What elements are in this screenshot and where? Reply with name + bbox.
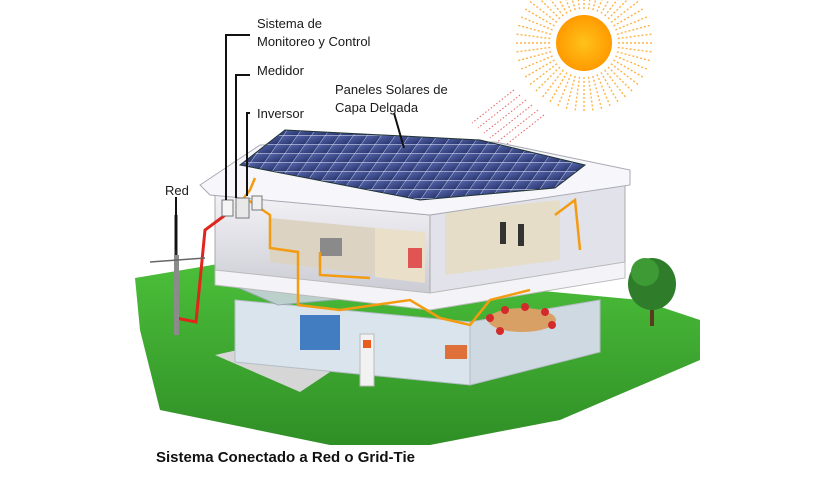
sun-ray bbox=[607, 0, 628, 20]
sun-ray bbox=[587, 76, 594, 111]
sun-ray bbox=[613, 8, 644, 27]
sun-ray bbox=[574, 76, 581, 111]
sun-ray bbox=[615, 16, 648, 31]
grid-cable bbox=[175, 208, 233, 324]
sun-ray bbox=[524, 8, 555, 27]
sun-ray bbox=[600, 0, 610, 14]
inverter-label: Inversor bbox=[257, 106, 304, 121]
sun-icon bbox=[516, 0, 652, 111]
sun-ray bbox=[520, 55, 553, 70]
sun-ray bbox=[529, 1, 558, 23]
sun-ray bbox=[557, 74, 572, 107]
sun-ray bbox=[571, 0, 576, 11]
solar-panels bbox=[238, 129, 587, 201]
dc-cable bbox=[235, 177, 582, 327]
tree bbox=[628, 258, 676, 326]
sun-ray bbox=[604, 0, 618, 17]
sun-ray bbox=[565, 0, 572, 12]
sun-ray bbox=[610, 1, 639, 23]
meter-label: Medidor bbox=[257, 63, 304, 78]
sun-ray bbox=[520, 16, 553, 31]
sun-ray bbox=[615, 55, 648, 70]
sun-ray bbox=[535, 66, 561, 92]
sun-ray bbox=[549, 72, 568, 103]
sun-ray bbox=[516, 33, 551, 40]
sun-ray bbox=[616, 24, 650, 35]
monitoring-label-line1: Sistema de bbox=[257, 16, 323, 31]
sun-ray bbox=[616, 51, 650, 62]
sun-ray bbox=[518, 24, 552, 35]
sun-ray bbox=[592, 75, 603, 109]
sun-ray bbox=[516, 46, 551, 53]
sun-ray bbox=[565, 75, 576, 109]
sun-ray bbox=[524, 59, 555, 78]
sun-ray bbox=[587, 0, 591, 10]
solar-panels-label: Paneles Solares de Capa Delgada bbox=[335, 81, 448, 117]
equipment-boxes bbox=[221, 195, 263, 219]
ground-floor bbox=[234, 299, 601, 387]
sun-ray bbox=[577, 0, 581, 10]
sun-ray bbox=[596, 74, 611, 107]
sun-ray bbox=[596, 0, 603, 12]
sun-ray bbox=[613, 59, 644, 78]
sun-ray bbox=[558, 0, 568, 14]
leader-lines bbox=[175, 34, 405, 250]
sun-ray bbox=[529, 63, 558, 85]
sun-ray bbox=[617, 33, 652, 40]
sunlight-beam bbox=[471, 89, 545, 149]
sun-ray bbox=[542, 69, 564, 98]
panels-label-line2: Capa Delgada bbox=[335, 100, 419, 115]
sun-ray bbox=[610, 63, 639, 85]
grid-label: Red bbox=[165, 183, 189, 198]
sun-ray bbox=[600, 72, 619, 103]
sun-ray bbox=[617, 46, 652, 53]
sun-ray bbox=[592, 0, 597, 11]
sun-ray bbox=[604, 69, 626, 98]
sun-ray bbox=[607, 66, 633, 92]
panels-label-line1: Paneles Solares de bbox=[335, 82, 448, 97]
sun-ray bbox=[540, 0, 561, 20]
monitoring-system-label: Sistema de Monitoreo y Control bbox=[257, 15, 370, 51]
monitoring-label-line2: Monitoreo y Control bbox=[257, 34, 371, 49]
sun-ray bbox=[550, 0, 564, 17]
diagram-caption: Sistema Conectado a Red o Grid-Tie bbox=[156, 449, 415, 466]
sun-ray bbox=[518, 51, 552, 62]
